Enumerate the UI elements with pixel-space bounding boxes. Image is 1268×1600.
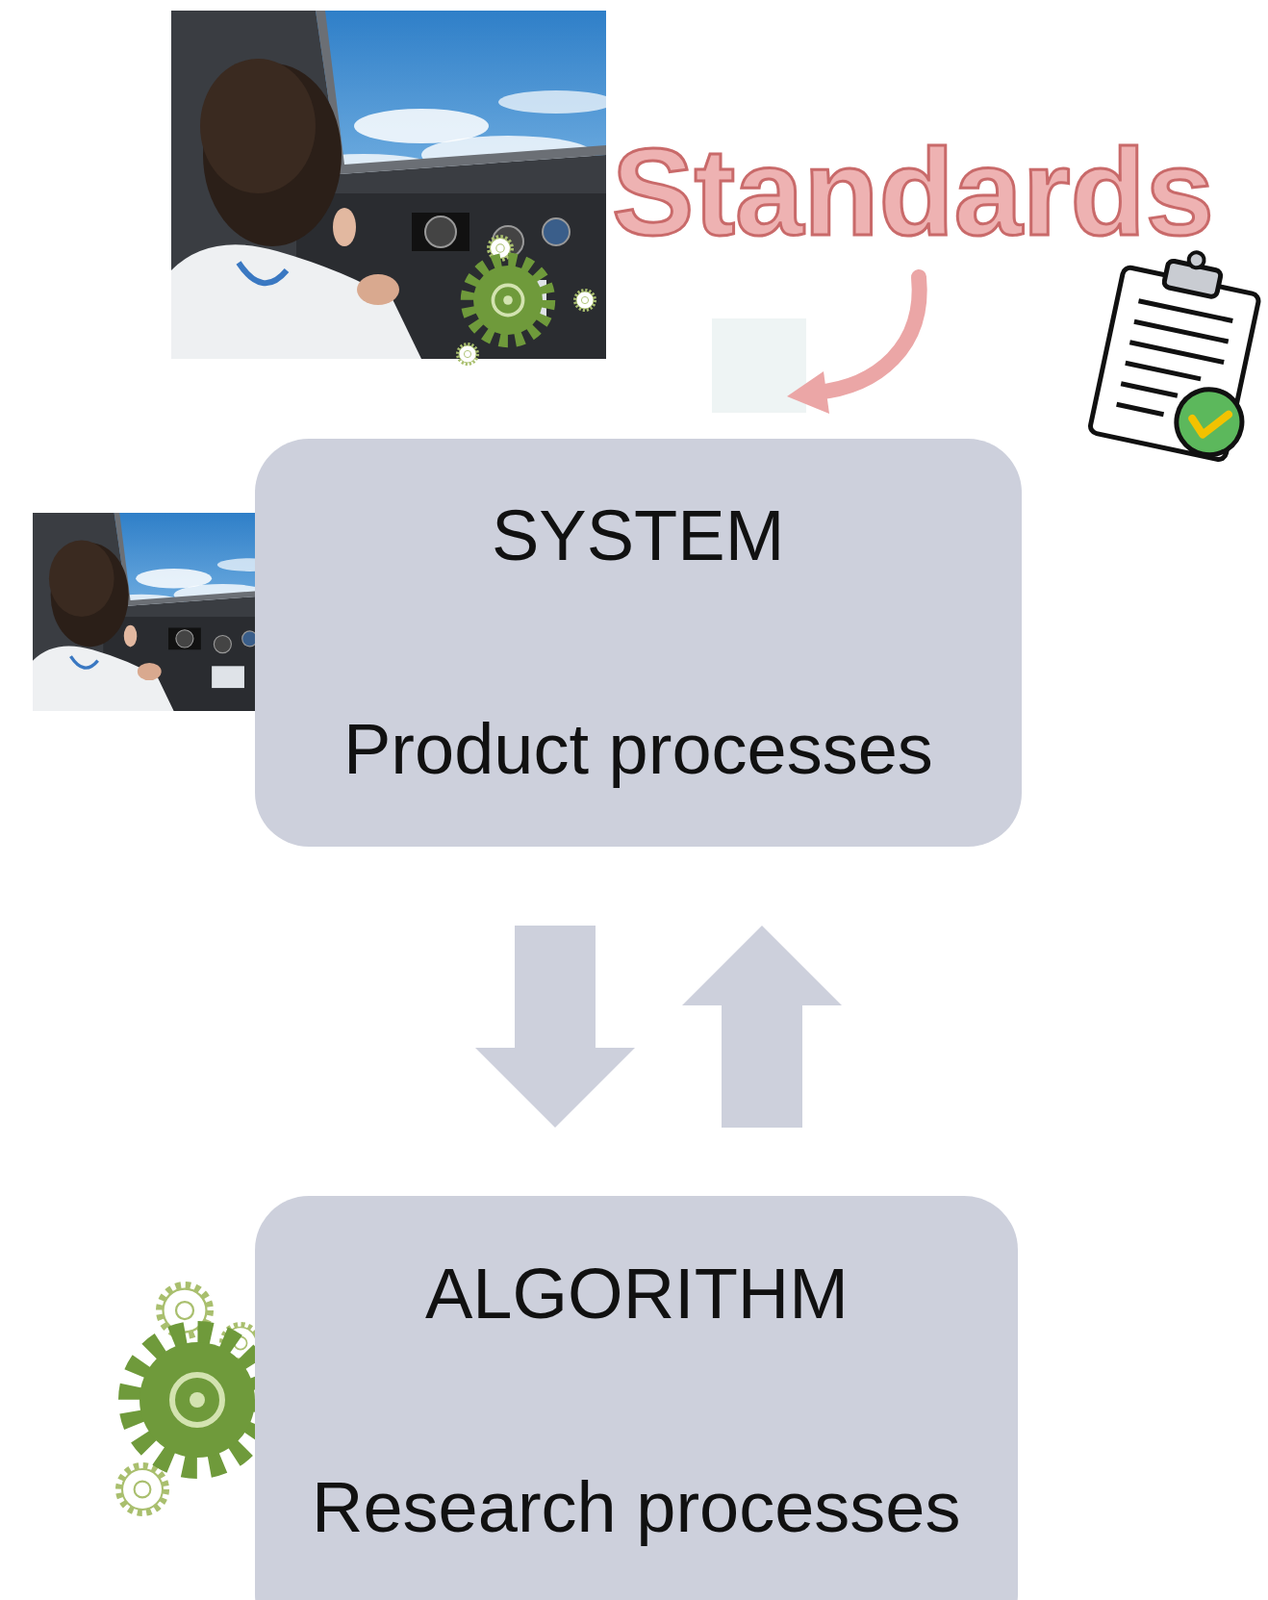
pale-square (711, 318, 807, 413)
cockpit-photo-small (32, 512, 288, 711)
clipboard-icon (1089, 237, 1268, 463)
process-box: ALGORITHM Research processes (254, 1195, 1018, 1600)
box-heading: ALGORITHM (425, 1252, 849, 1335)
box-heading: SYSTEM (491, 494, 785, 577)
block-arrow (682, 925, 842, 1128)
block-arrow (475, 925, 635, 1128)
box-body: Product processes (343, 708, 934, 790)
box-body: Research processes (311, 1466, 962, 1548)
standards-label: Standards (611, 125, 1215, 261)
cockpit-photo (171, 10, 624, 364)
process-box: SYSTEM Product processes (254, 438, 1022, 847)
standards-arrow (786, 277, 920, 414)
